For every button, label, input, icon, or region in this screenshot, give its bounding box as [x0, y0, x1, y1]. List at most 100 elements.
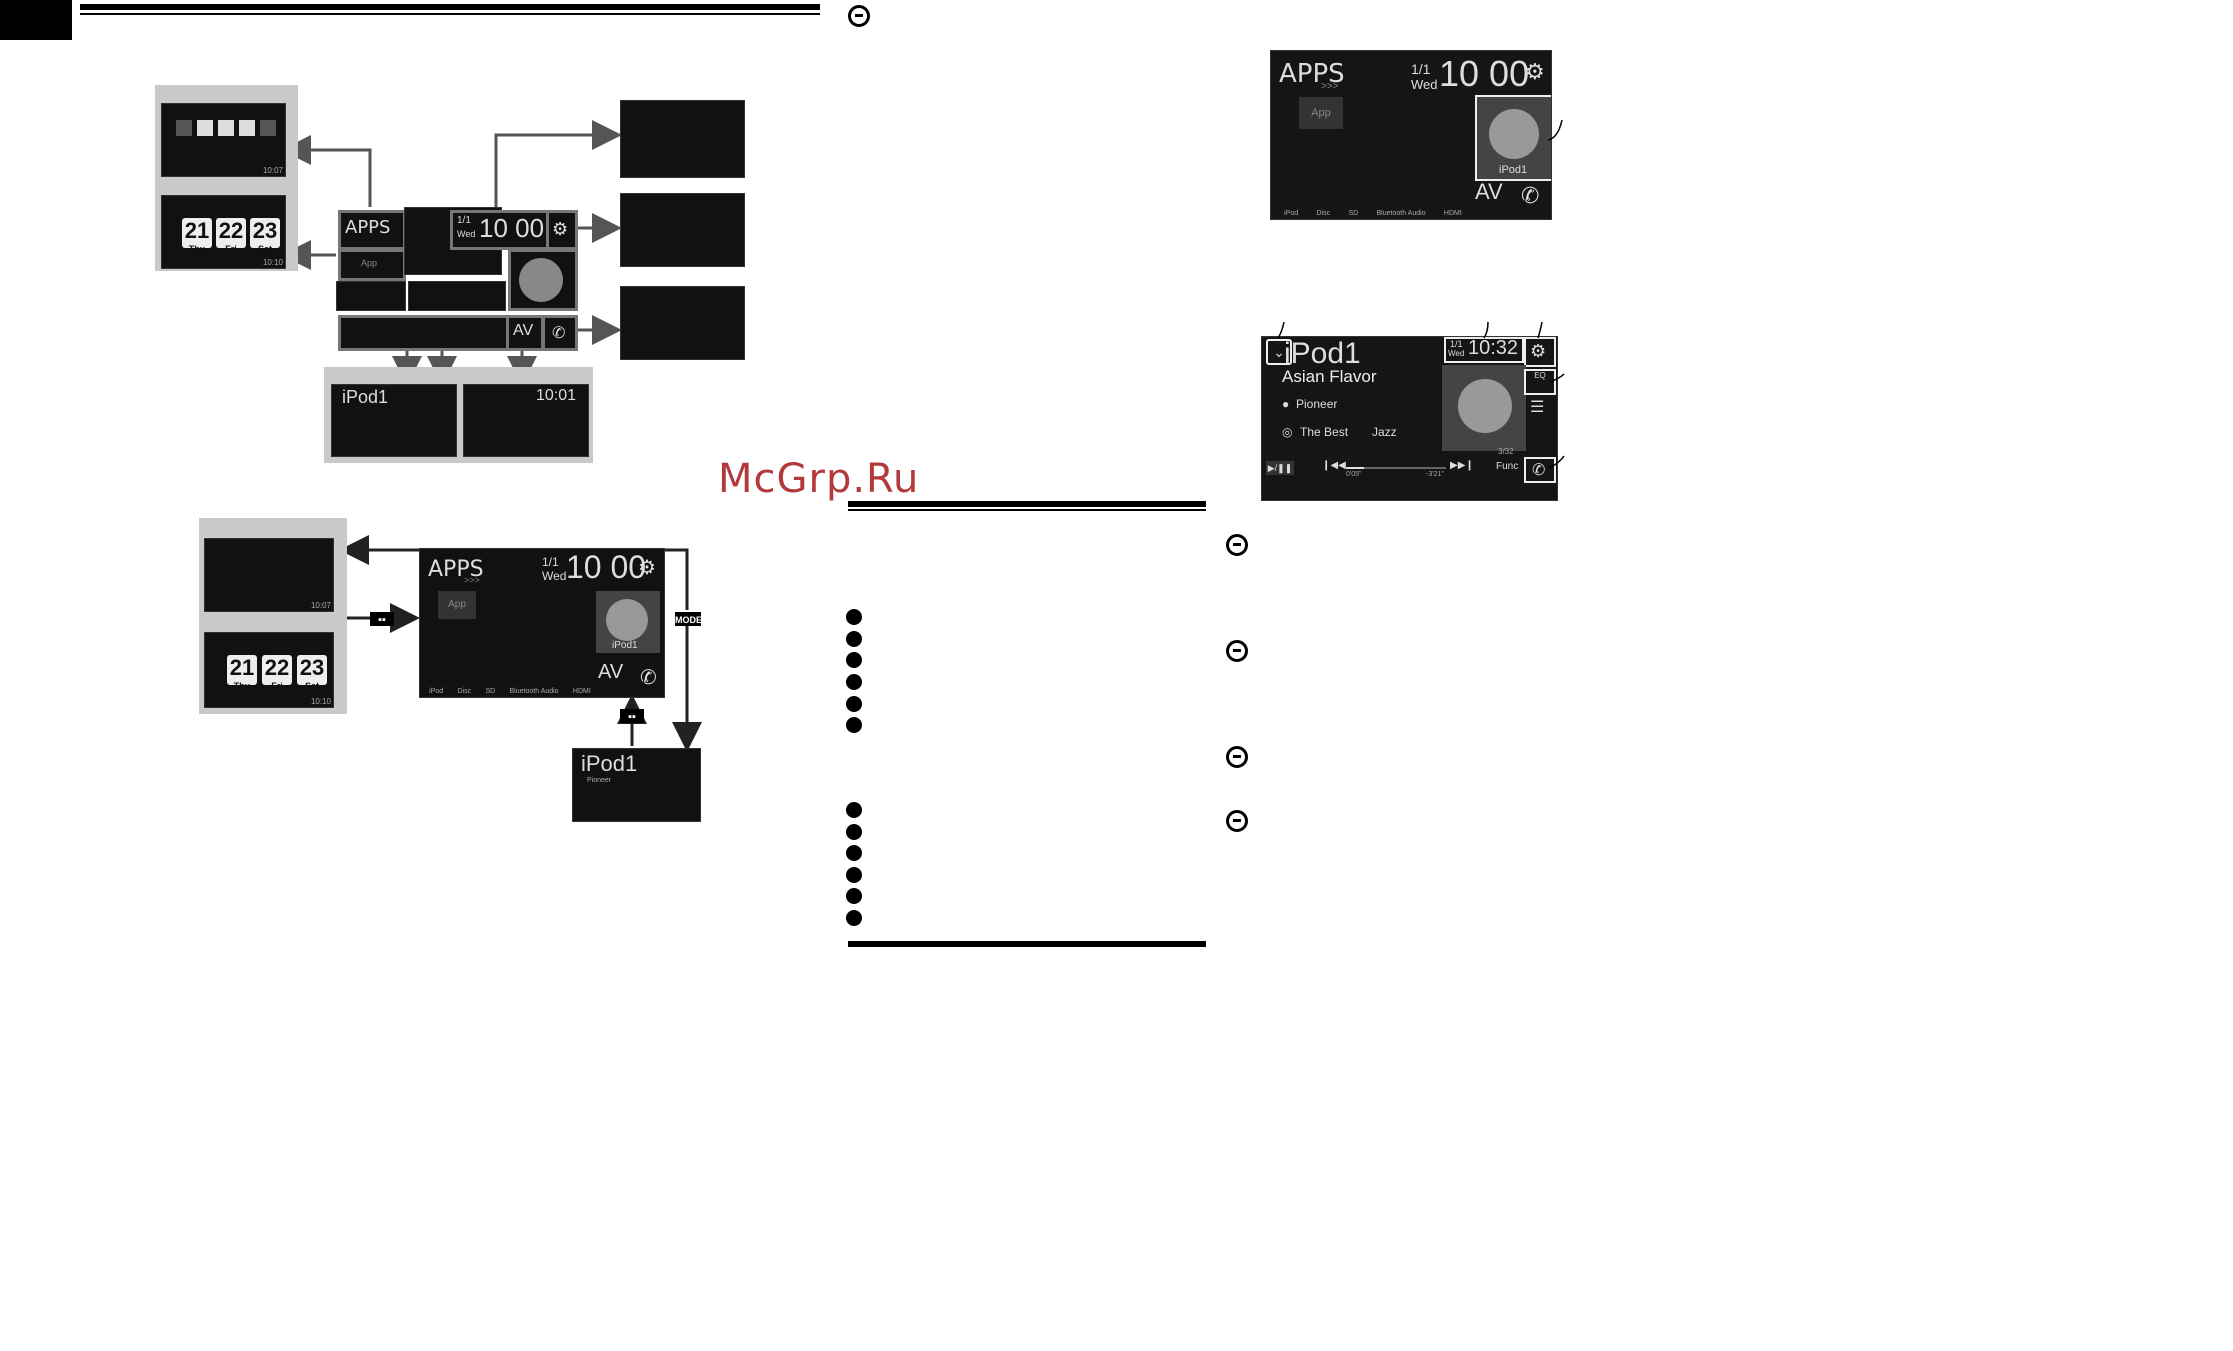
clock-settings-screen — [620, 100, 745, 178]
gear-icon[interactable]: ⚙ — [638, 557, 656, 579]
track-title: Asian Flavor — [1282, 367, 1377, 386]
header-rule-thin — [80, 13, 820, 15]
eq-button[interactable]: EQ — [1524, 369, 1556, 395]
system-settings-screen — [620, 193, 745, 267]
phone-button-playback[interactable]: ✆ — [1524, 457, 1556, 483]
collapse-button[interactable]: ⌄ — [1266, 339, 1292, 365]
gear-icon[interactable]: ⚙ — [1525, 59, 1545, 84]
remaining-time: -3'21" — [1426, 471, 1444, 478]
av-source-screen: 10:01 — [463, 384, 589, 457]
bullet — [846, 824, 862, 840]
section-rule-1 — [848, 501, 1206, 507]
bullet — [846, 674, 862, 690]
menu-screen-2: 10:07 — [204, 538, 334, 612]
flower-image — [519, 258, 563, 302]
bullet — [846, 717, 862, 733]
apps-tile[interactable]: APPS — [338, 210, 406, 250]
track-counter: 3/32 — [1498, 447, 1514, 456]
mode-key: MODE — [675, 612, 702, 626]
home-dark-tile-2 — [336, 281, 406, 311]
person-icon: ● — [1282, 397, 1290, 411]
menu-screen: 10:07 — [161, 103, 286, 177]
album-art-large[interactable]: iPod1 — [1475, 95, 1551, 181]
app-button[interactable]: App — [338, 249, 406, 281]
note-arrow-icon — [1226, 746, 1248, 768]
album-art[interactable]: iPod1 — [596, 591, 660, 653]
phone-icon[interactable]: ✆ — [1521, 183, 1540, 208]
ipod-small-screen: iPod1 — [331, 384, 457, 457]
app-button-large[interactable]: App — [1299, 97, 1343, 129]
note-arrow-icon — [1226, 810, 1248, 832]
bullet — [846, 867, 862, 883]
func-button[interactable]: Func — [1496, 461, 1519, 472]
bullet — [846, 609, 862, 625]
bullet — [846, 888, 862, 904]
disc-icon: ◎ — [1282, 425, 1293, 439]
bullet — [846, 652, 862, 668]
next-button[interactable]: ▶▶❙ — [1450, 460, 1474, 471]
settings-button-playback[interactable]: ⚙ — [1524, 337, 1556, 367]
gear-icon: ⚙ — [552, 219, 569, 239]
bullet — [846, 631, 862, 647]
prev-button[interactable]: ❙◀◀ — [1322, 460, 1346, 471]
play-pause-button[interactable]: ▶/❚❚ — [1266, 461, 1294, 475]
progress-bar[interactable] — [1346, 467, 1446, 469]
av-button-large[interactable]: AV — [1475, 179, 1503, 204]
phone-book-screen — [620, 286, 745, 360]
callout-lines-1 — [1548, 120, 1563, 141]
section-rule-2 — [848, 941, 1206, 947]
ipod-playback-screen: ⌄ iPod1 Asian Flavor ● Pioneer ◎ The Bes… — [1261, 336, 1558, 501]
album-name: The Best — [1300, 425, 1349, 439]
phone-icon[interactable]: ✆ — [640, 667, 657, 689]
page-tab — [0, 0, 72, 40]
phone-icon: ✆ — [552, 325, 566, 342]
artist-name: Pioneer — [1296, 397, 1338, 411]
menu-status-time: 10:07 — [262, 166, 283, 175]
source-name: iPod1 — [1284, 337, 1361, 370]
genre-name: Jazz — [1372, 425, 1397, 439]
watermark: McGrp.Ru — [718, 456, 920, 502]
settings-button[interactable]: ⚙ — [546, 210, 578, 250]
home-key-icon: ▪▪ — [370, 612, 394, 626]
bullet — [846, 845, 862, 861]
av-button-2[interactable]: AV — [598, 661, 624, 683]
album-art-playback — [1442, 365, 1526, 451]
progress-fill — [1346, 467, 1364, 469]
gear-icon: ⚙ — [1530, 341, 1547, 361]
home-key-icon-2: ▪▪ — [620, 709, 644, 723]
av-button[interactable]: AV — [506, 315, 544, 351]
list-icon[interactable]: ☰ — [1530, 399, 1545, 416]
bullet — [846, 696, 862, 712]
clock-widget[interactable]: 1/1 Wed 10 00 — [450, 210, 550, 250]
note-arrow-icon — [1226, 534, 1248, 556]
source-bar[interactable] — [338, 315, 510, 351]
calendar-status-time: 10:10 — [262, 258, 283, 267]
home-dark-tile-3 — [408, 281, 506, 311]
section-rule-1-thin — [848, 509, 1206, 511]
note-arrow-icon — [1226, 640, 1248, 662]
callout-lines-2 — [1277, 322, 1565, 469]
ipod-small-screen-2: iPod1 Pioneer — [572, 748, 701, 822]
app-button-2[interactable]: App — [438, 591, 476, 619]
phone-button[interactable]: ✆ — [542, 315, 578, 351]
home-screen-center: APPS App 1/1 Wed 10 00 ⚙ AV ✆ — [336, 207, 578, 351]
elapsed-time: 0'05" — [1346, 471, 1362, 478]
album-art-tile[interactable] — [508, 249, 578, 311]
phone-icon: ✆ — [1532, 462, 1546, 479]
bullet — [846, 910, 862, 926]
note-arrow-icon — [848, 5, 870, 27]
bullet — [846, 802, 862, 818]
header-rule — [80, 4, 820, 10]
